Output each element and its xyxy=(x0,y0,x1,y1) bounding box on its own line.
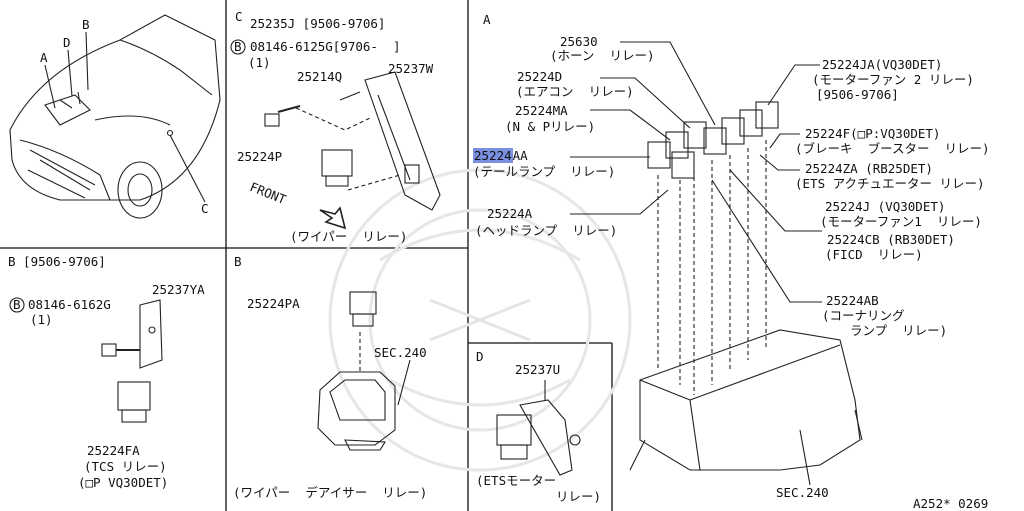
label-fan2-relay-code: 25224JA(VQ30DET) xyxy=(822,57,943,72)
label-fan1-relay-desc: (モーターファン1 リレー) xyxy=(820,214,982,229)
panel-b1-bracket: 25237YA xyxy=(152,282,205,297)
label-brake-relay-code: 25224F(□P:VQ30DET) xyxy=(805,126,941,141)
panel-b1-bolt-qty: (1) xyxy=(30,312,53,327)
circled-b-symbols xyxy=(9,39,246,313)
label-fan1-relay-code: 25224J (VQ30DET) xyxy=(825,199,946,214)
callout-c: C xyxy=(201,201,209,216)
label-ac-relay-desc: (エアコン リレー) xyxy=(516,84,634,99)
panel-b1-tag: B [9506-9706] xyxy=(8,254,106,269)
label-cornering-relay-code: 25224AB xyxy=(826,293,879,308)
panel-d-bracket: 25237U xyxy=(515,362,561,377)
label-cornering-relay-desc-2: ランプ リレー) xyxy=(850,323,948,338)
panel-d-caption-1: (ETSモーター xyxy=(476,473,557,488)
panel-b1-caption-2: (□P VQ30DET) xyxy=(78,475,169,490)
car-illustration xyxy=(9,14,221,219)
panel-b2-relay: 25224PA xyxy=(247,296,300,311)
label-horn-relay-desc: (ホーン リレー) xyxy=(550,48,655,63)
callout-b: B xyxy=(82,17,90,32)
panel-c-caption: (ワイパー リレー) xyxy=(290,229,408,244)
callout-d: D xyxy=(63,35,71,50)
relay-dashed-guides xyxy=(657,140,767,395)
panel-dividers xyxy=(0,0,613,511)
panel-b2-tag: B xyxy=(234,254,242,269)
panel-b1-relay: 25224FA xyxy=(87,443,140,458)
panel-d-caption-2: リレー) xyxy=(556,489,602,504)
label-tail-relay-desc: (テールランプ リレー) xyxy=(473,164,616,179)
panel-b2-sec: SEC.240 xyxy=(374,345,427,360)
panel-b2-caption: (ワイパー デアイサー リレー) xyxy=(233,485,428,500)
watermark xyxy=(328,168,632,472)
panel-b1-bolt: 08146-6162G xyxy=(28,297,111,312)
callout-a: A xyxy=(40,50,48,65)
label-horn-relay-code: 25630 xyxy=(560,34,598,49)
label-ets-relay-code: 25224ZA (RB25DET) xyxy=(805,161,933,176)
panel-c-tag: C xyxy=(235,9,243,24)
label-cornering-relay-desc: (コーナリング xyxy=(822,308,905,323)
label-ets-relay-desc: (ETS アクチュエーター リレー) xyxy=(795,176,985,191)
deicer-relay-holder xyxy=(317,291,411,451)
panel-c-bracket: 25237W xyxy=(388,61,434,76)
label-np-relay-desc: (N & Pリレー) xyxy=(505,119,596,134)
panel-d-tag: D xyxy=(476,349,484,364)
panel-b1-circled-b: B xyxy=(13,297,21,312)
label-brake-relay-desc: (ブレーキ ブースター リレー) xyxy=(795,141,990,156)
diagram-id: A252* 0269 xyxy=(913,496,989,511)
ets-motor-relay-bracket xyxy=(496,380,581,476)
panel-a-sec: SEC.240 xyxy=(776,485,829,500)
label-fan2-relay-period: [9506-9706] xyxy=(816,87,899,102)
label-head-relay-desc: (ヘッドランプ リレー) xyxy=(475,223,618,238)
panel-c-bolt-qty: (1) xyxy=(248,55,271,70)
leader-lines xyxy=(570,41,822,303)
relay-cluster xyxy=(647,101,779,179)
tcs-relay-bracket xyxy=(101,299,163,423)
panel-b1-caption-1: (TCS リレー) xyxy=(84,459,167,474)
panel-c-screw: 25214Q xyxy=(297,69,343,84)
label-tail-relay-code: 25224AA xyxy=(473,148,528,163)
highlighted-part-number[interactable]: 25224 xyxy=(473,148,513,163)
wiper-relay-bracket xyxy=(264,71,441,230)
label-ac-relay-code: 25224D xyxy=(517,69,563,84)
label-ficd-relay-code: 25224CB (RB30DET) xyxy=(827,232,955,247)
label-np-relay-code: 25224MA xyxy=(515,103,568,118)
label-tail-relay-suffix: AA xyxy=(512,148,528,163)
panel-c-part: 25235J [9506-9706] xyxy=(250,16,386,31)
panel-c-circled-b: B xyxy=(234,39,242,54)
panel-c-relay: 25224P xyxy=(237,149,283,164)
label-head-relay-code: 25224A xyxy=(487,206,533,221)
label-ficd-relay-desc: (FICD リレー) xyxy=(825,247,923,262)
relay-block xyxy=(570,41,863,486)
panel-a-tag: A xyxy=(483,12,491,27)
panel-c-bolt: 08146-6125G[9706- ] xyxy=(250,39,401,54)
label-fan2-relay-desc: (モーターファン 2 リレー) xyxy=(812,72,974,87)
